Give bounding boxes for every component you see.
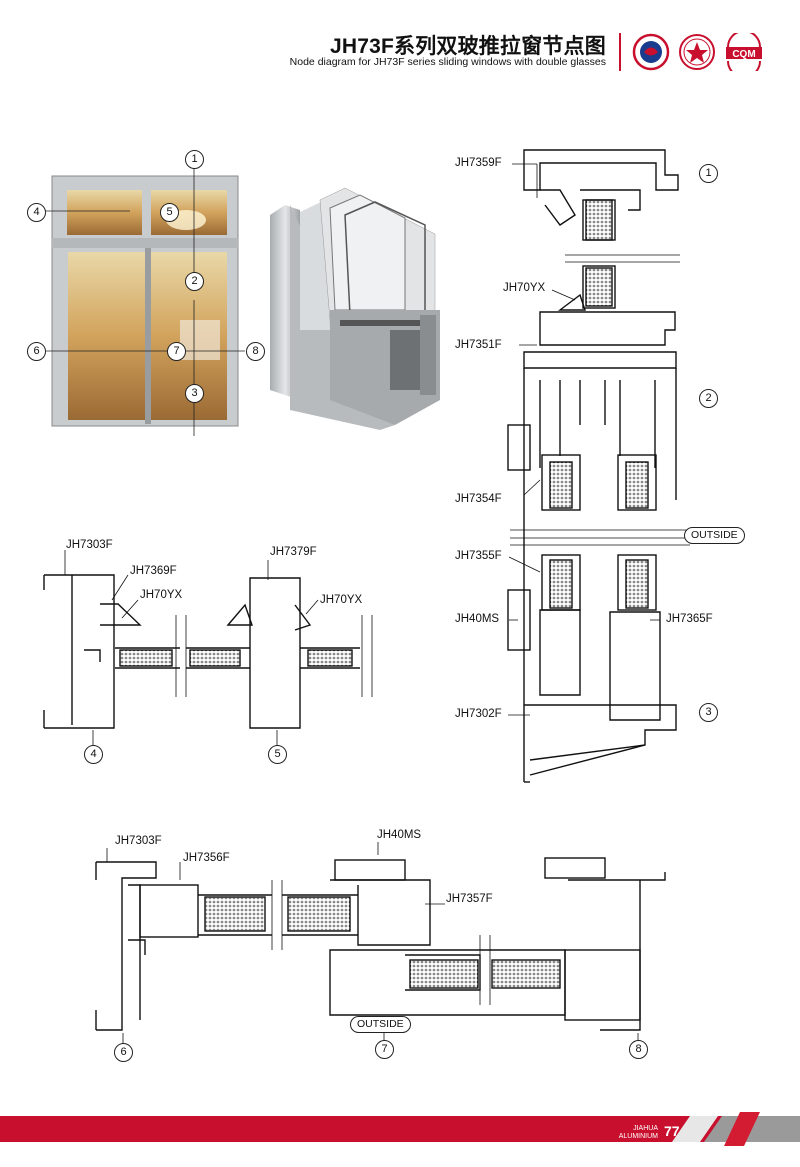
label-jh7365f: JH7365F: [666, 613, 713, 625]
page-number: 77: [664, 1123, 680, 1139]
section-callout-2: 2: [699, 389, 718, 408]
logo-seal-1: [632, 33, 670, 71]
brand-line-2: ALUMINIUM: [618, 1133, 658, 1140]
label-jh7354f: JH7354F: [455, 493, 502, 505]
section-callout-8: 8: [629, 1040, 648, 1059]
photo-callout-6: 6: [27, 342, 46, 361]
vertical-section-drawing: [507, 149, 690, 783]
profile-3d-render: [270, 187, 440, 430]
photo-callout-3: 3: [185, 384, 204, 403]
photo-callout-1: 1: [185, 150, 204, 169]
label-jh70yx-right: JH70YX: [320, 594, 363, 606]
label-jh7379f: JH7379F: [270, 546, 317, 558]
section-callout-4: 4: [84, 745, 103, 764]
label-jh7357f: JH7357F: [446, 893, 493, 905]
cqm-logo-text: CQM: [732, 49, 755, 60]
label-jh7355f: JH7355F: [455, 550, 502, 562]
brand-line-1: JIAHUA: [633, 1125, 658, 1132]
outside-tag-bottom: OUTSIDE: [350, 1016, 411, 1033]
label-jh7303f: JH7303F: [66, 539, 113, 551]
label-jh40ms-bottom: JH40MS: [377, 829, 422, 841]
cqm-logo: CQM: [726, 33, 762, 71]
label-jh7303f-bottom: JH7303F: [115, 835, 162, 847]
header-divider: [619, 33, 621, 71]
label-jh7351f: JH7351F: [455, 339, 502, 351]
photo-callout-4: 4: [27, 203, 46, 222]
outside-tag: OUTSIDE: [684, 527, 745, 544]
label-jh7302f: JH7302F: [455, 708, 502, 720]
horizontal-section-bottom: [95, 842, 666, 1045]
label-jh70yx: JH70YX: [503, 282, 546, 294]
section-callout-3: 3: [699, 703, 718, 722]
section-callout-7: 7: [375, 1040, 394, 1059]
photo-callout-7: 7: [167, 342, 186, 361]
footer-band: [0, 1112, 800, 1146]
page-subtitle: Node diagram for JH73F series sliding wi…: [289, 56, 606, 68]
label-jh70yx-left: JH70YX: [140, 589, 183, 601]
section-callout-1: 1: [699, 164, 718, 183]
photo-callout-8: 8: [246, 342, 265, 361]
photo-callout-2: 2: [185, 272, 204, 291]
label-jh7356f: JH7356F: [183, 852, 230, 864]
section-callout-6: 6: [114, 1043, 133, 1062]
horizontal-section-left: [43, 550, 373, 745]
logo-seal-2: [679, 34, 715, 70]
label-jh7359f: JH7359F: [455, 157, 502, 169]
footer-brand: JIAHUA ALUMINIUM: [610, 1125, 658, 1141]
window-photo: [44, 166, 245, 436]
label-jh7369f: JH7369F: [130, 565, 177, 577]
photo-callout-5: 5: [160, 203, 179, 222]
label-jh40ms: JH40MS: [455, 613, 500, 625]
page-title: JH73F系列双玻推拉窗节点图: [329, 35, 606, 58]
section-callout-5: 5: [268, 745, 287, 764]
